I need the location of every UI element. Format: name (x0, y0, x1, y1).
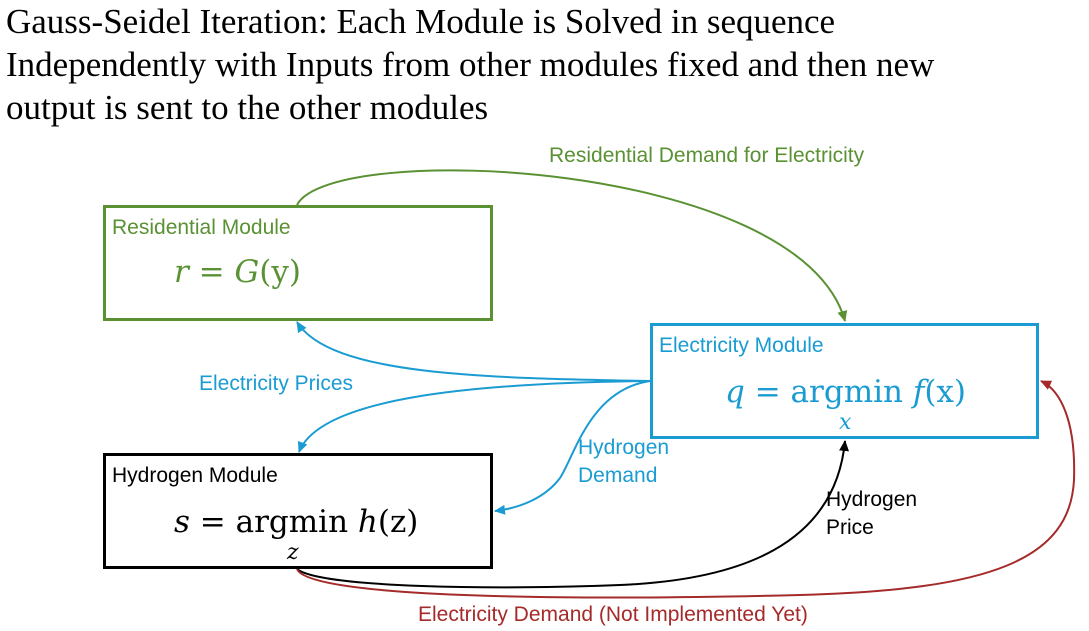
hydrogen-eq-rhs: h (357, 504, 378, 540)
hydrogen-module-label: Hydrogen Module (112, 464, 278, 487)
hydrogen-eq-op: = (189, 504, 236, 540)
hydrogen-price-arrow (296, 440, 850, 589)
residential-eq-op: = (188, 254, 235, 290)
hydrogen-eq-fn: argmin (235, 504, 358, 540)
title-line-1: Gauss-Seidel Iteration: Each Module is S… (6, 2, 836, 41)
hydrogen-demand-label-line-2: Demand (578, 464, 658, 487)
hydrogen-eq-lhs: s (174, 504, 190, 540)
residential-equation: r = G(y) (174, 254, 301, 290)
electricity-eq-subscript: x (839, 410, 852, 435)
electricity-demand-label: Electricity Demand (Not Implemented Yet) (418, 603, 808, 626)
hydrogen-demand-arrow (494, 380, 651, 515)
electricity-eq-rhs: f (912, 374, 925, 410)
hydrogen-price-label-line-1: Hydrogen (826, 488, 918, 511)
electricity-eq-lhs: q (725, 374, 745, 410)
electricity-eq-fn: argmin (790, 374, 913, 410)
residential-module-box: Residential Module r = G(y) (103, 205, 493, 321)
hydrogen-equation: s = argmin h(z) (174, 504, 418, 540)
residential-module-label: Residential Module (112, 216, 291, 239)
hydrogen-module-box: Hydrogen Module s = argmin h(z) z (103, 453, 493, 569)
residential-eq-lhs: r (174, 254, 189, 290)
electricity-eq-op: = (744, 374, 791, 410)
electricity-prices-arrow-to-residential (296, 321, 651, 382)
residential-eq-arg: (y) (259, 254, 301, 290)
electricity-demand-arrow (296, 380, 1076, 599)
hydrogen-price-label: Hydrogen Price (826, 486, 917, 542)
slide-title: Gauss-Seidel Iteration: Each Module is S… (6, 0, 1076, 129)
electricity-equation: q = argmin f(x) (725, 374, 966, 410)
hydrogen-eq-arg: (z) (377, 504, 419, 540)
title-line-2: Independently with Inputs from other mod… (6, 45, 935, 84)
residential-demand-arrow (296, 169, 848, 322)
hydrogen-eq-subscript: z (287, 540, 299, 565)
hydrogen-demand-label: Hydrogen Demand (578, 434, 669, 490)
electricity-module-box: Electricity Module q = argmin f(x) x (650, 323, 1039, 439)
hydrogen-demand-label-line-1: Hydrogen (578, 436, 670, 459)
electricity-prices-arrow-to-hydrogen (297, 380, 651, 453)
electricity-prices-label: Electricity Prices (199, 372, 354, 395)
electricity-module-label: Electricity Module (659, 334, 824, 357)
hydrogen-price-label-line-2: Price (826, 516, 874, 539)
electricity-eq-arg: (x) (924, 374, 966, 410)
residential-demand-label: Residential Demand for Electricity (549, 144, 865, 167)
title-line-3: output is sent to the other modules (6, 88, 489, 127)
residential-eq-rhs: G (234, 254, 260, 290)
